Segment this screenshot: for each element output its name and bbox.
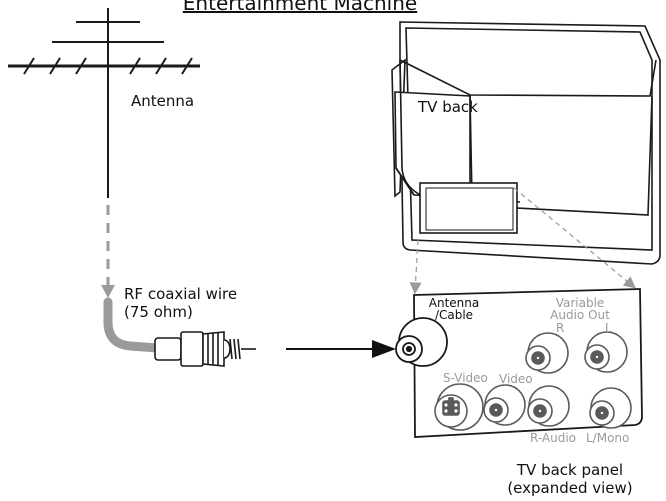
- r-audio-jack-icon: [527, 385, 570, 427]
- panel-cable-label: /Cable: [434, 308, 474, 322]
- r-audio-label: R-Audio: [530, 431, 577, 445]
- video-jack-icon: [483, 384, 526, 426]
- antenna-cable-jack-icon: [395, 317, 448, 367]
- variable-l-label: L: [605, 321, 612, 335]
- antenna-icon: [8, 8, 200, 198]
- l-mono-jack-icon: [589, 387, 632, 429]
- s-video-label: S-Video: [443, 371, 488, 385]
- variable-audio-out-label: Audio Out: [550, 308, 610, 322]
- panel-caption: TV back panel: [516, 461, 624, 479]
- variable-audio-r-jack-icon: [525, 332, 569, 374]
- antenna-label: Antenna: [131, 92, 195, 110]
- f-connector-plug-icon: [154, 331, 256, 367]
- projection-lines: [409, 187, 636, 295]
- rf-wire-impedance-label: (75 ohm): [124, 303, 193, 321]
- variable-audio-l-jack-icon: [584, 331, 628, 373]
- s-video-jack-icon: [434, 383, 484, 431]
- rf-wire-label: RF coaxial wire: [124, 285, 238, 303]
- tv-back-icon: [391, 21, 661, 265]
- dashed-connector: [101, 205, 115, 298]
- video-label: Video: [499, 372, 533, 386]
- page-title: Entertainment Machine: [182, 0, 418, 15]
- variable-audio-label: Variable: [555, 296, 605, 310]
- rf-cable: [103, 297, 163, 353]
- panel-antenna-label: Antenna: [428, 296, 480, 310]
- connection-arrow: [286, 340, 396, 358]
- l-mono-label: L/Mono: [586, 431, 630, 445]
- tv-back-label: TV back: [418, 98, 478, 116]
- variable-r-label: R: [556, 321, 565, 335]
- panel-caption-subtitle: (expanded view): [507, 479, 633, 497]
